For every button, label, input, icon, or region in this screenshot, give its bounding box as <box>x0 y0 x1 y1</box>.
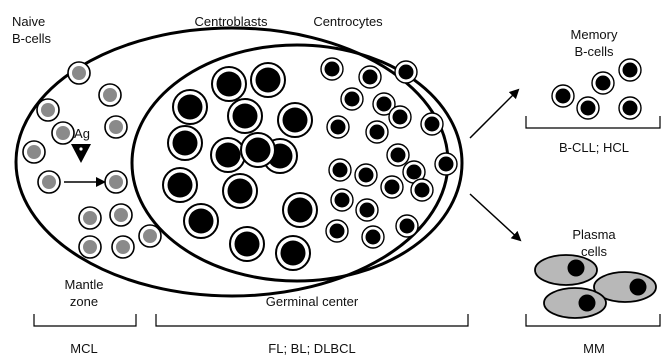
memory-b-cell <box>592 72 614 94</box>
naive-label-line1: Naive <box>12 14 45 29</box>
arrow-to-memory <box>470 90 518 138</box>
centroblast <box>173 90 207 124</box>
plasma-label-line1: Plasma <box>572 227 616 242</box>
centrocyte <box>327 116 349 138</box>
naive-b-cell <box>105 171 127 193</box>
fl-bl-dlbcl-label: FL; BL; DLBCL <box>268 341 355 356</box>
antigen-dot-icon <box>79 147 82 150</box>
antigen-label: Ag <box>74 126 90 141</box>
centrocyte <box>359 66 381 88</box>
centrocyte <box>341 88 363 110</box>
mantle-zone-bracket <box>34 314 136 326</box>
naive-b-cell <box>37 99 59 121</box>
centrocyte <box>387 144 409 166</box>
bcll-hcl-label: B-CLL; HCL <box>559 140 629 155</box>
naive-b-cell <box>52 122 74 144</box>
naive-b-cell <box>112 236 134 258</box>
naive-b-cell <box>38 171 60 193</box>
centrocyte <box>356 199 378 221</box>
naive-b-cell <box>105 116 127 138</box>
centrocyte <box>395 61 417 83</box>
plasma-cells-group <box>535 255 656 318</box>
plasma-label-line2: cells <box>581 244 608 259</box>
centroblast <box>211 138 245 172</box>
centrocyte <box>362 226 384 248</box>
centroblast <box>163 168 197 202</box>
centrocyte <box>329 159 351 181</box>
centrocyte <box>396 215 418 237</box>
memory-label-line2: B-cells <box>574 44 614 59</box>
centroblast <box>184 204 218 238</box>
memory-label-line1: Memory <box>571 27 618 42</box>
memory-b-cells-group <box>552 59 641 119</box>
centrocyte <box>355 164 377 186</box>
mantle-zone-label-line2: zone <box>70 294 98 309</box>
memory-b-cell <box>619 59 641 81</box>
mantle-zone-label-line1: Mantle <box>64 277 103 292</box>
centroblast <box>168 126 202 160</box>
centrocyte <box>331 189 353 211</box>
centroblast <box>276 236 310 270</box>
centroblast <box>223 174 257 208</box>
naive-b-cell <box>68 62 90 84</box>
naive-b-cell <box>23 141 45 163</box>
centrocyte <box>321 58 343 80</box>
centroblast <box>241 133 275 167</box>
plasma-cell <box>544 288 606 318</box>
centrocyte <box>411 179 433 201</box>
centroblast <box>251 63 285 97</box>
naive-b-cell <box>110 204 132 226</box>
naive-label-line2: B-cells <box>12 31 52 46</box>
naive-b-cell <box>79 207 101 229</box>
arrow-to-plasma <box>470 194 520 240</box>
centrocyte <box>435 153 457 175</box>
centrocytes-label: Centrocytes <box>313 14 383 29</box>
centrocyte <box>326 220 348 242</box>
centroblast <box>230 227 264 261</box>
centroblast <box>278 103 312 137</box>
memory-b-cell <box>619 97 641 119</box>
memory-b-cell <box>552 85 574 107</box>
mcl-label: MCL <box>70 341 97 356</box>
centroblasts-label: Centroblasts <box>195 14 268 29</box>
germinal-center-bracket <box>156 314 468 326</box>
antigen-triangle-icon <box>71 144 91 163</box>
centroblasts-group <box>163 63 317 270</box>
centrocytes-group <box>321 58 457 248</box>
centroblast <box>228 99 262 133</box>
memory-b-cell <box>577 97 599 119</box>
centroblast <box>283 193 317 227</box>
centrocyte <box>389 106 411 128</box>
mm-label: MM <box>583 341 605 356</box>
germinal-center-label: Germinal center <box>266 294 359 309</box>
centrocyte <box>366 121 388 143</box>
naive-b-cell <box>79 236 101 258</box>
centrocyte <box>421 113 443 135</box>
plasma-cell <box>535 255 597 285</box>
centroblast <box>212 67 246 101</box>
centrocyte <box>381 176 403 198</box>
naive-b-cell <box>139 225 161 247</box>
naive-b-cell <box>99 84 121 106</box>
